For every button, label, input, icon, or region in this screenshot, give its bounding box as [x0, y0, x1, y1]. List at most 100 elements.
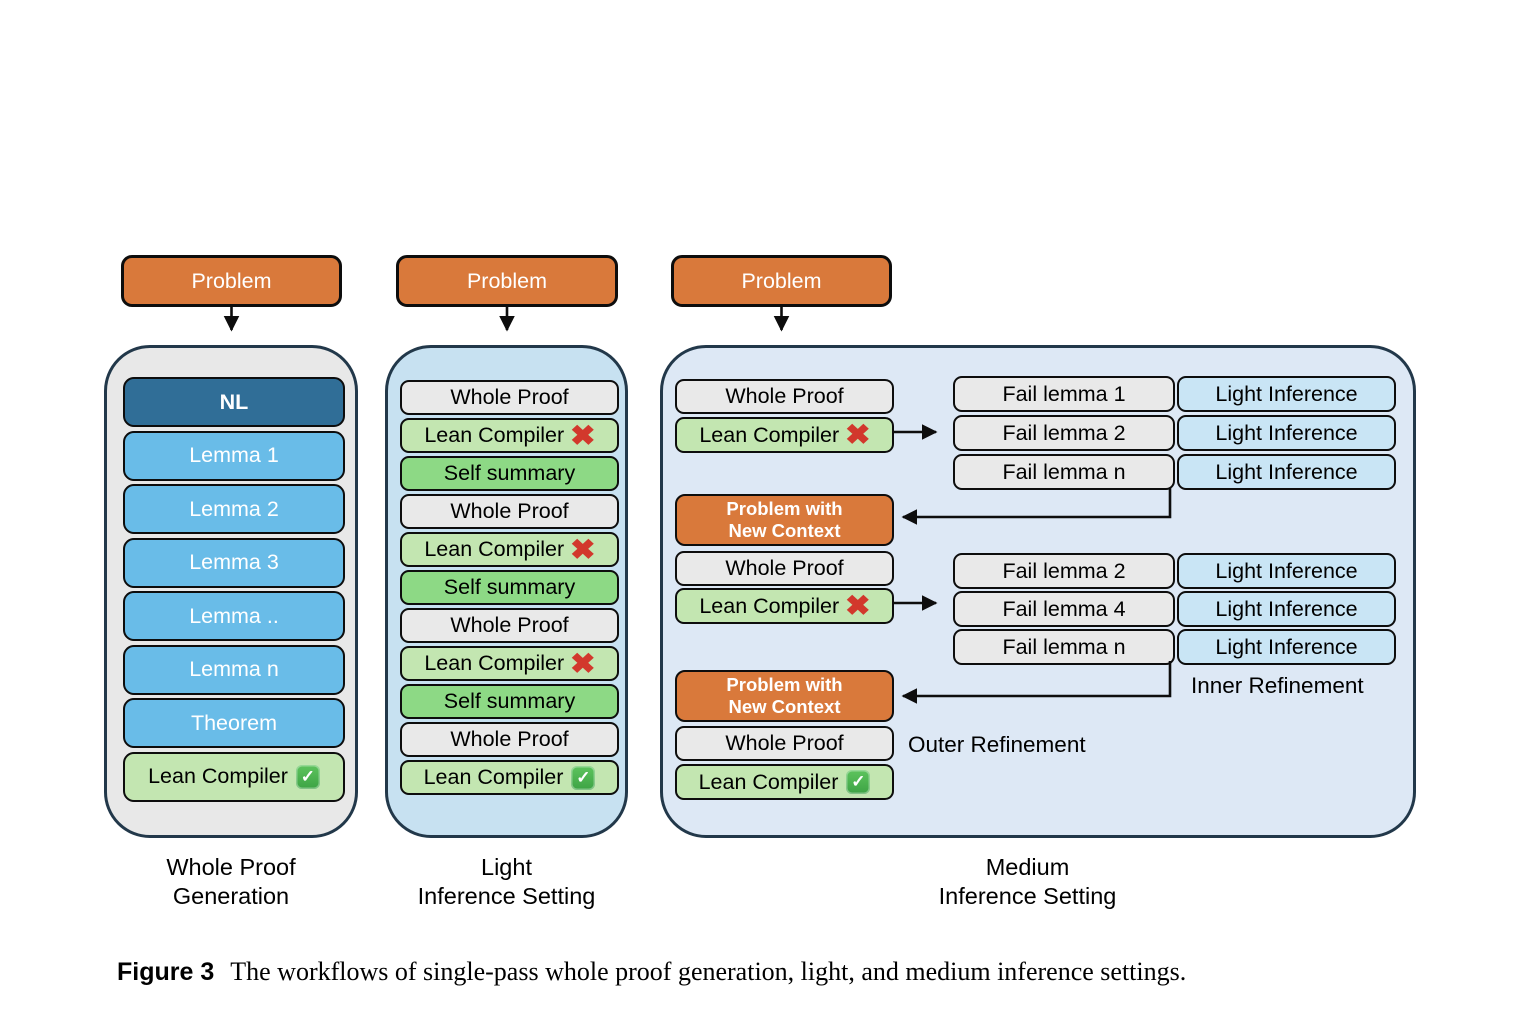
cross-icon: ✖ — [844, 419, 871, 450]
lean-compiler-box: Lean Compiler✖ — [675, 588, 894, 624]
box-label: Lemma 1 — [189, 443, 279, 468]
box-label: Lean Compiler — [148, 764, 288, 789]
caption-line: Inference Setting — [938, 883, 1117, 909]
medium-inference-container: Inner Refinement Outer Refinement Whole … — [660, 345, 1416, 838]
box-label: Lean Compiler — [424, 651, 565, 676]
box-label: Lean Compiler — [699, 422, 840, 447]
box-label: Self summary — [443, 689, 576, 714]
caption-light-inference-setting: Light Inference Setting — [385, 853, 628, 911]
box-label-line: Problem with — [726, 498, 843, 519]
box-label: Light Inference — [1215, 596, 1358, 621]
problem-box-medium: Problem — [671, 255, 892, 307]
check-icon: ✓ — [295, 764, 320, 789]
check-icon: ✓ — [846, 770, 871, 794]
box-label: Fail lemma 4 — [1002, 596, 1126, 621]
whole-proof-box: Whole Proof — [400, 494, 619, 529]
lean-compiler-box: Lean Compiler✖ — [400, 532, 619, 567]
fail-lemma-box: Fail lemma 1 — [953, 376, 1175, 412]
box-label-line: New Context — [728, 696, 841, 717]
whole-proof-box: Whole Proof — [675, 379, 894, 414]
box-label: Light Inference — [1215, 459, 1358, 484]
box-label: Self summary — [443, 461, 576, 486]
box-label: Fail lemma 2 — [1002, 558, 1126, 583]
box-label: Whole Proof — [450, 727, 569, 752]
fail-lemma-box: Fail lemma n — [953, 454, 1175, 490]
inner-refinement-label: Inner Refinement — [1191, 673, 1364, 698]
box-label: Lean Compiler — [423, 765, 564, 790]
problem-box-light: Problem — [396, 255, 618, 307]
box-label: Lemma 2 — [189, 496, 279, 521]
fail-lemma-box: Fail lemma 4 — [953, 591, 1175, 627]
self-summary-box: Self summary — [400, 456, 619, 491]
box-label: Lemma n — [189, 657, 279, 682]
cross-icon: ✖ — [844, 590, 871, 621]
box-label: Whole Proof — [725, 731, 844, 756]
whole-proof-box: Whole Proof — [400, 380, 619, 415]
whole-proof-box: Whole Proof — [675, 726, 894, 761]
lean-compiler-box: Lean Compiler✖ — [400, 418, 619, 453]
cross-icon: ✖ — [569, 419, 596, 451]
box-label: Fail lemma 1 — [1002, 381, 1126, 406]
lean-compiler-box: Lean Compiler ✓ — [123, 751, 345, 802]
box-label: Lemma .. — [189, 603, 279, 628]
self-summary-box: Self summary — [400, 570, 619, 605]
lean-compiler-box: Lean Compiler✖ — [400, 646, 619, 681]
box-label: Light Inference — [1215, 381, 1358, 406]
lemma-box: Lemma .. — [123, 591, 345, 641]
whole-proof-box: Whole Proof — [400, 608, 619, 643]
light-inference-box: Light Inference — [1177, 629, 1396, 665]
cross-icon: ✖ — [569, 533, 596, 565]
light-inference-box: Light Inference — [1177, 591, 1396, 627]
box-label: Whole Proof — [725, 384, 844, 409]
lean-compiler-box: Lean Compiler✖ — [675, 417, 894, 453]
nl-box: NL — [123, 377, 345, 427]
figure-caption-label: Figure 3 — [117, 958, 215, 986]
whole-proof-stack: NL Lemma 1 Lemma 2 Lemma 3 Lemma .. Lemma n Th… — [123, 377, 345, 802]
box-label: Fail lemma 2 — [1002, 420, 1126, 445]
box-label: Lemma 3 — [189, 550, 279, 575]
light-inference-box: Light Inference — [1177, 376, 1396, 412]
box-label: Whole Proof — [725, 556, 844, 581]
box-label: Fail lemma n — [1002, 634, 1126, 659]
lemma-2-box: Lemma 2 — [123, 484, 345, 534]
light-inference-box: Light Inference — [1177, 415, 1396, 451]
lemma-1-box: Lemma 1 — [123, 430, 345, 481]
lean-compiler-box: Lean Compiler ✓ — [675, 764, 894, 800]
box-label: Lean Compiler — [698, 769, 839, 794]
box-label: Whole Proof — [450, 499, 569, 524]
box-label: NL — [219, 389, 249, 414]
light-inference-box: Light Inference — [1177, 553, 1396, 589]
box-label: Lean Compiler — [699, 593, 840, 618]
box-label: Whole Proof — [450, 385, 569, 410]
fail-lemma-box: Fail lemma n — [953, 629, 1175, 665]
box-label: Light Inference — [1215, 634, 1358, 659]
check-icon: ✓ — [571, 765, 596, 790]
problem-box-whole-proof: Problem — [121, 255, 342, 307]
figure-caption-text: The workflows of single-pass whole proof… — [230, 957, 1187, 986]
whole-proof-box: Whole Proof — [400, 722, 619, 757]
whole-proof-box: Whole Proof — [675, 551, 894, 586]
box-label: Theorem — [190, 710, 278, 735]
light-inference-box: Light Inference — [1177, 454, 1396, 490]
outer-refinement-label: Outer Refinement — [908, 732, 1086, 757]
theorem-box: Theorem — [123, 698, 345, 748]
caption-line: Light — [481, 854, 532, 880]
whole-proof-generation-container: NL Lemma 1 Lemma 2 Lemma 3 Lemma .. Lemma n Th… — [104, 345, 358, 838]
fail-lemma-box: Fail lemma 2 — [953, 415, 1175, 451]
fail-lemma-box: Fail lemma 2 — [953, 553, 1175, 589]
box-label-line: Problem with — [726, 674, 843, 695]
caption-whole-proof-generation: Whole Proof Generation — [104, 853, 358, 911]
box-label: Lean Compiler — [424, 423, 565, 448]
box-label: Lean Compiler — [424, 537, 565, 562]
box-label-line: New Context — [728, 520, 841, 541]
box-label: Light Inference — [1215, 558, 1358, 583]
caption-line: Whole Proof — [166, 854, 296, 880]
self-summary-box: Self summary — [400, 684, 619, 719]
lemma-3-box: Lemma 3 — [123, 537, 345, 588]
caption-line: Inference Setting — [417, 883, 596, 909]
box-label: Fail lemma n — [1002, 459, 1126, 484]
